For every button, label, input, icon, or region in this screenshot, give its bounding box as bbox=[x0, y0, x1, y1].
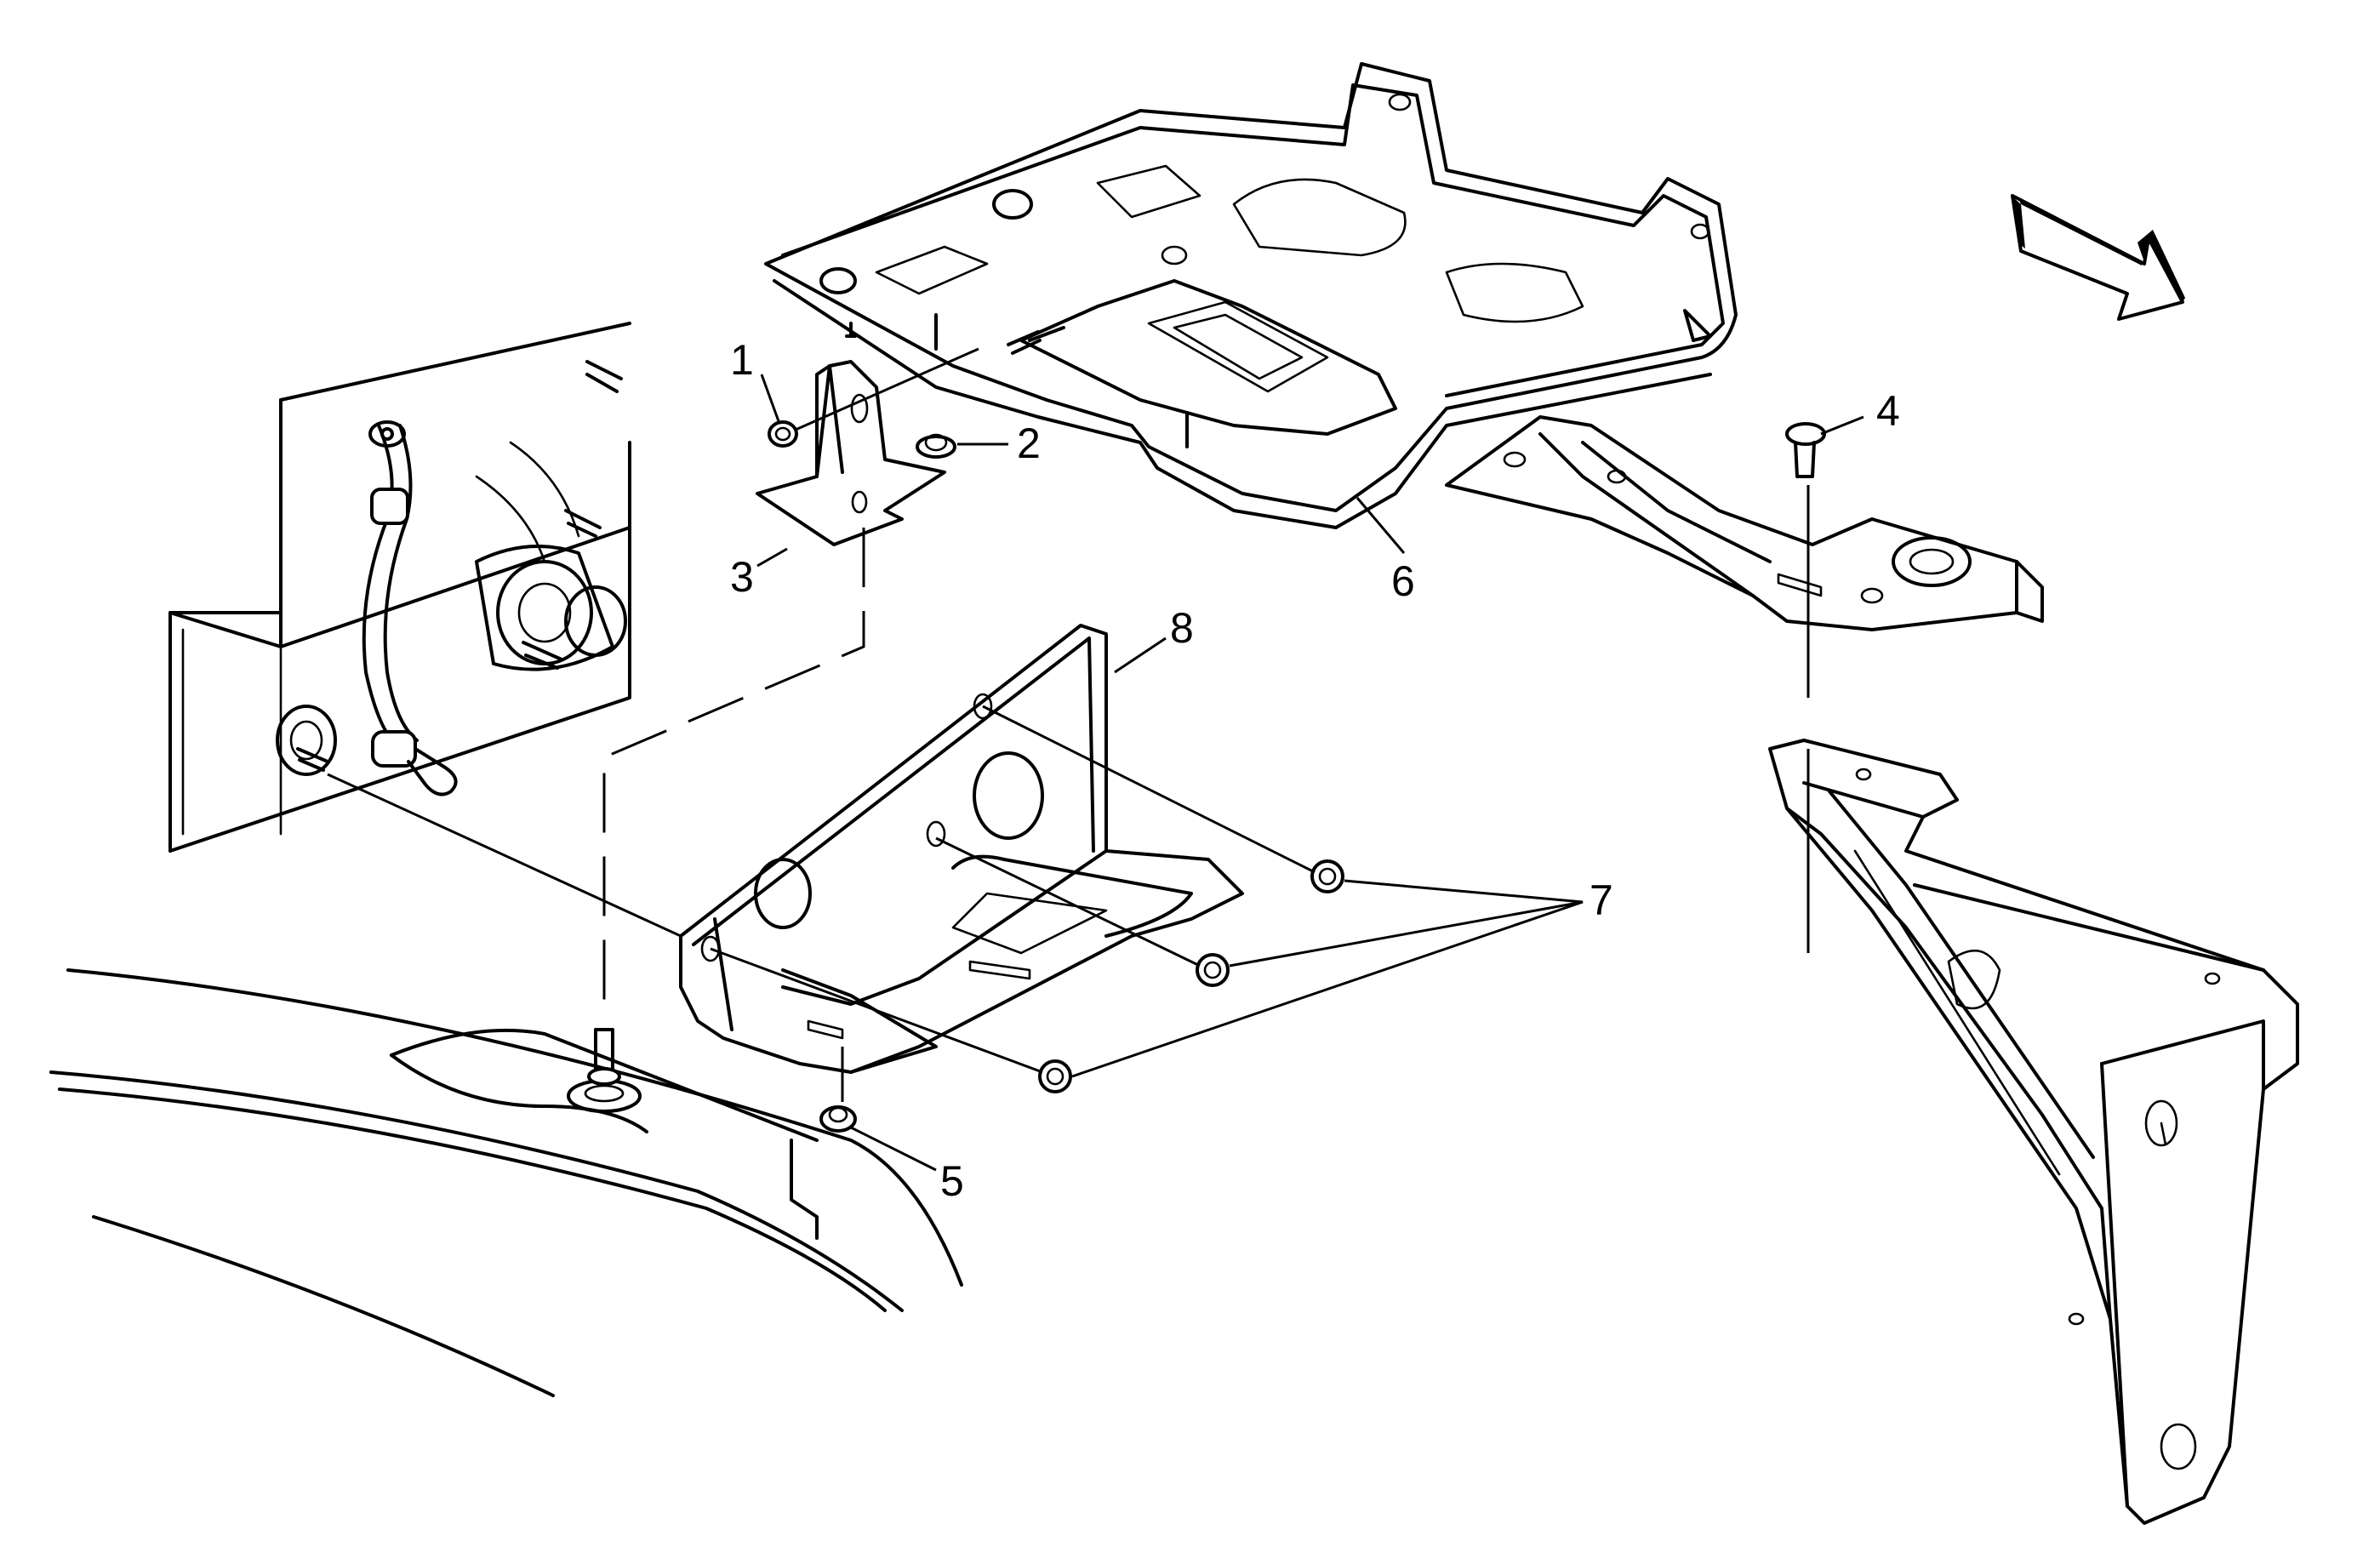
battery-tray bbox=[764, 62, 1738, 529]
support-bracket bbox=[1768, 739, 2299, 1525]
direction-arrow-icon bbox=[2011, 194, 2185, 321]
body-panel bbox=[168, 322, 631, 853]
callout-5: 5 bbox=[940, 1157, 964, 1205]
callout-6: 6 bbox=[1391, 557, 1415, 605]
callout-2: 2 bbox=[1017, 420, 1041, 467]
callout-3: 3 bbox=[730, 553, 754, 601]
fender-panel bbox=[49, 968, 963, 1397]
fasteners bbox=[587, 330, 1826, 1133]
bolt-4 bbox=[1785, 422, 1826, 478]
stud-bolt bbox=[587, 1028, 621, 1086]
callout-labels: 1 2 3 4 5 6 7 8 bbox=[730, 336, 1900, 1205]
ground-cable bbox=[362, 420, 458, 796]
nut-2 bbox=[916, 433, 956, 459]
assembly-lines bbox=[327, 347, 1810, 1102]
nut-1 bbox=[768, 420, 798, 448]
bracket-3 bbox=[756, 360, 946, 546]
nut-7a bbox=[1310, 859, 1344, 893]
callout-leaders bbox=[756, 374, 1864, 1172]
callout-4: 4 bbox=[1876, 387, 1900, 435]
callout-8: 8 bbox=[1170, 604, 1194, 652]
tray-support-rail bbox=[1445, 415, 2044, 631]
nut-5 bbox=[819, 1105, 857, 1133]
callout-7: 7 bbox=[1590, 876, 1613, 924]
callout-1: 1 bbox=[730, 336, 754, 384]
bracket-8 bbox=[679, 624, 1244, 1074]
nut-7c bbox=[1038, 1059, 1072, 1093]
nut-7b bbox=[1196, 953, 1230, 987]
